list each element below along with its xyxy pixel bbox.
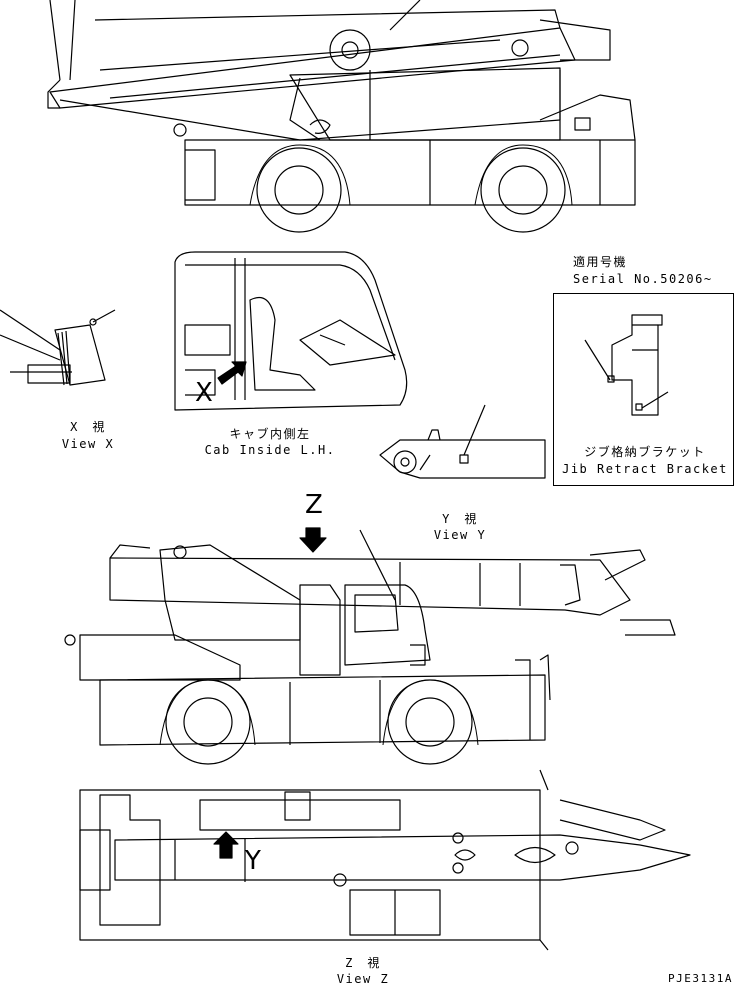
- view-z-marker: Z: [305, 490, 323, 520]
- crane-side-view-middle: [64, 527, 676, 765]
- bracket-label-jp: ジブ格納ブラケット: [584, 445, 706, 459]
- bracket-boom-view: [379, 404, 546, 479]
- view-x-marker: X: [195, 378, 213, 408]
- view-x-detail: [0, 309, 116, 386]
- view-y-label-jp: Y 視: [442, 512, 478, 526]
- jib-retract-bracket-box: [553, 293, 734, 486]
- view-z-label-en: View Z: [336, 972, 390, 986]
- drawing-code: PJE3131A: [668, 972, 733, 985]
- crane-side-view-top: [47, 0, 636, 233]
- serial-label-jp: 適用号機: [573, 255, 628, 269]
- view-x-label-en: View X: [61, 437, 115, 451]
- serial-number-label: Serial No.50206~: [573, 272, 713, 286]
- view-y-marker: Y: [245, 846, 261, 876]
- crane-top-view-bottom: [79, 769, 691, 951]
- view-x-label-jp: X 視: [70, 420, 106, 434]
- cab-inside-lh-view: [174, 251, 408, 411]
- cab-label-en: Cab Inside L.H.: [204, 443, 336, 457]
- bracket-detail: [584, 314, 669, 416]
- bracket-label-en: Jib Retract Bracket: [562, 462, 728, 476]
- view-z-label-jp: Z 視: [345, 956, 381, 970]
- cab-label-jp: キャブ内側左: [229, 427, 311, 441]
- view-y-label-en: View Y: [433, 528, 487, 542]
